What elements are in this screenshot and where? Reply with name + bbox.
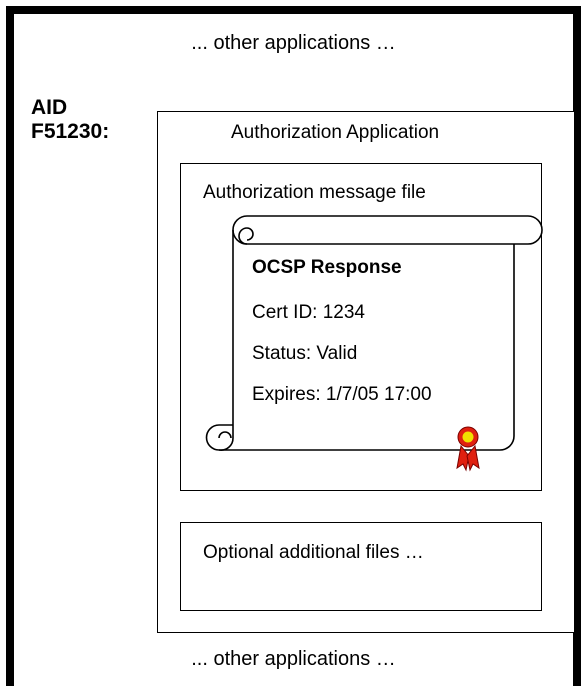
ocsp-response-heading: OCSP Response	[252, 257, 402, 278]
authorization-application-title: Authorization Application	[231, 122, 440, 143]
scroll-top-curl	[238, 227, 254, 245]
aid-label-line2: F51230:	[31, 120, 110, 143]
scroll-top-roll	[232, 215, 543, 245]
aid-label: AID F51230:	[31, 96, 109, 144]
seal-ribbon-icon	[456, 426, 480, 472]
cert-id-text: Cert ID: 1234	[252, 302, 365, 323]
expires-text: Expires: 1/7/05 17:00	[252, 384, 432, 405]
other-applications-top-label: ... other applications …	[191, 32, 396, 54]
scroll-bottom-curl	[205, 424, 234, 451]
optional-additional-files-box	[180, 522, 542, 611]
status-text: Status: Valid	[252, 343, 358, 364]
card-memory-frame	[6, 6, 581, 686]
scroll-body-right	[499, 244, 515, 451]
optional-additional-files-title: Optional additional files …	[203, 542, 424, 563]
other-applications-bottom-label: ... other applications …	[191, 648, 396, 670]
authorization-message-file-title: Authorization message file	[203, 182, 426, 203]
aid-label-line1: AID	[31, 96, 68, 119]
